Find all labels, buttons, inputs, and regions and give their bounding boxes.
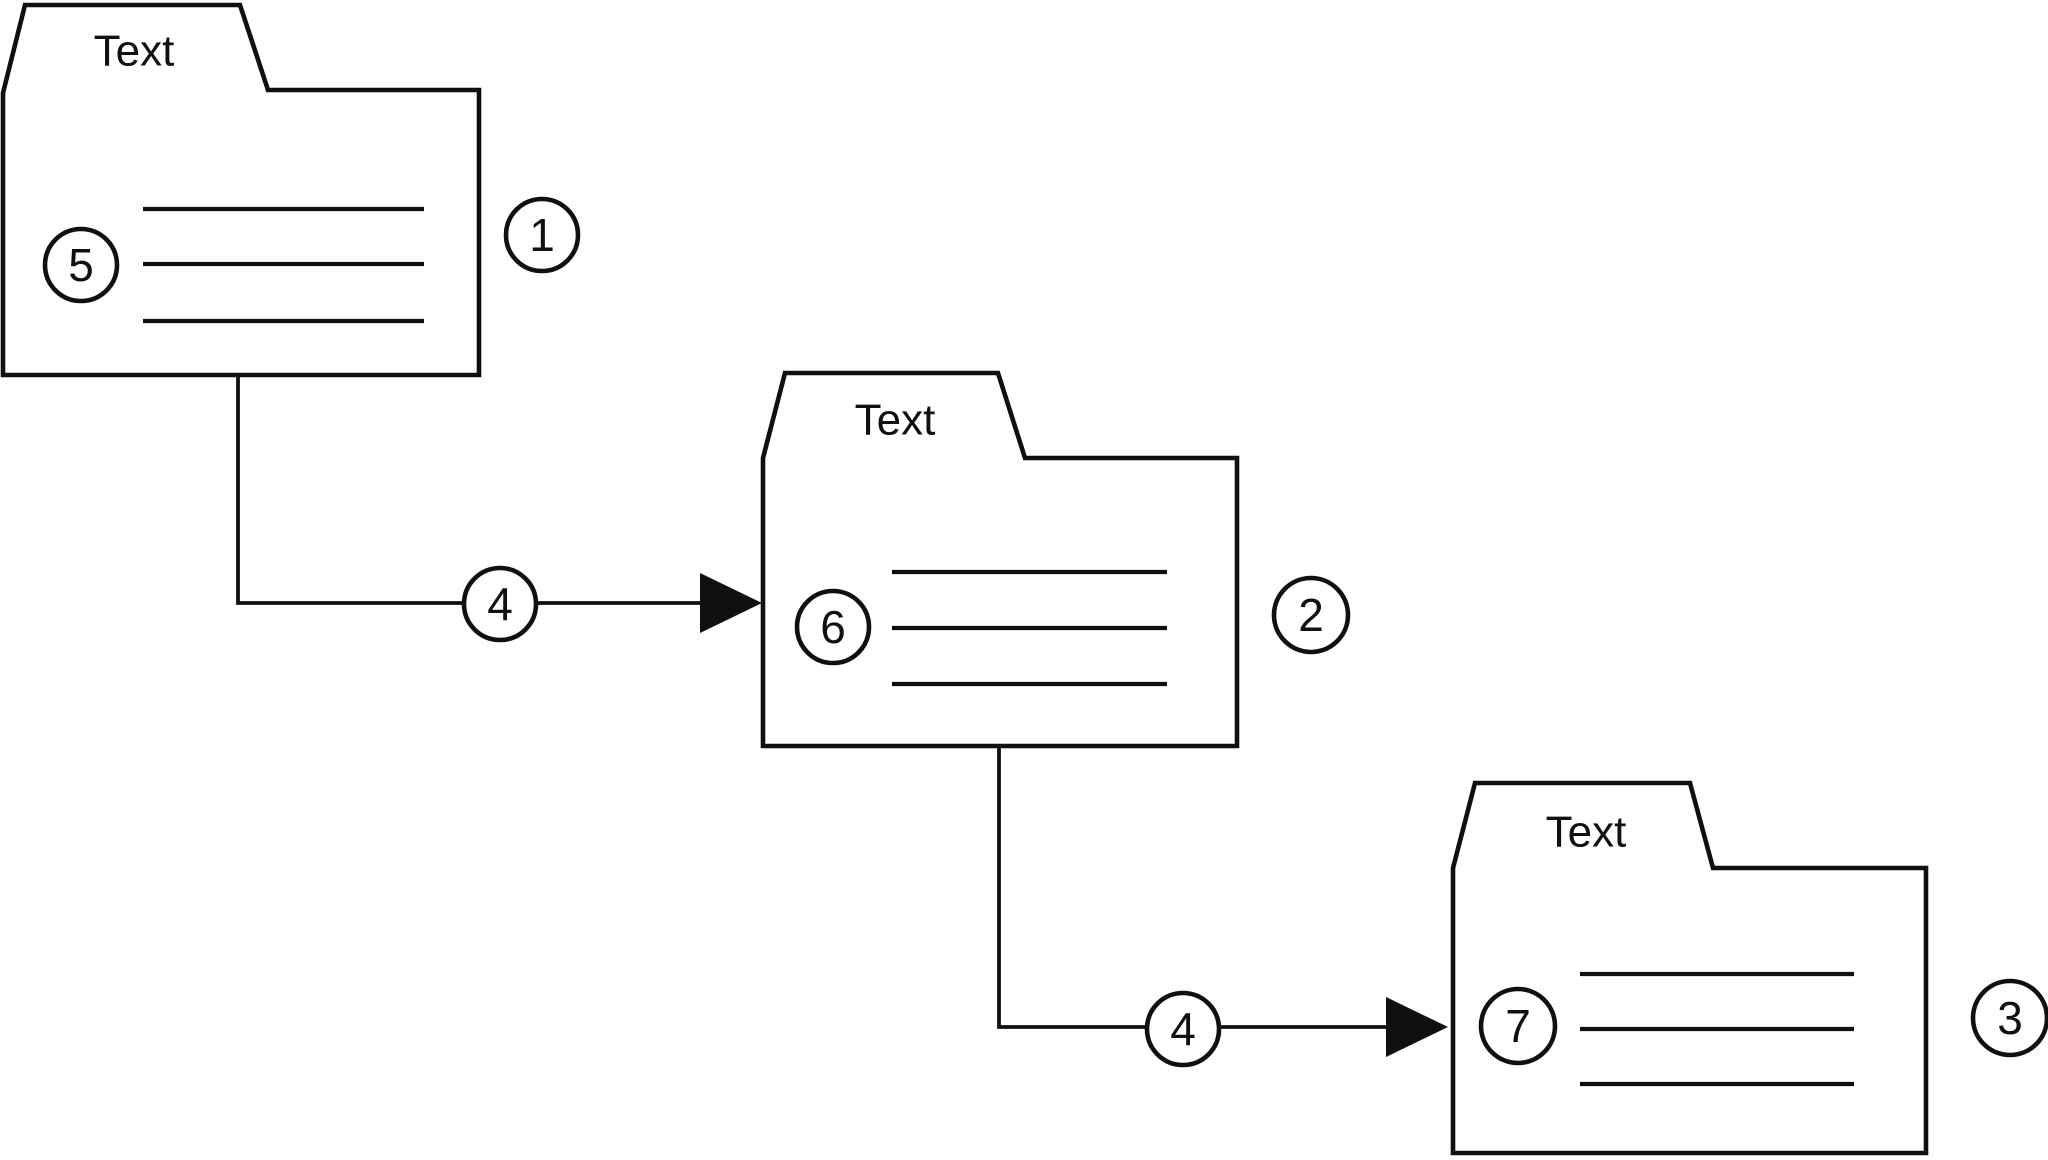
folder-1-title: Text xyxy=(94,26,175,75)
connector-2-3-badge-circle xyxy=(1144,990,1222,1068)
folder-2-node-number-label: 2 xyxy=(1298,589,1324,641)
folder-3-inner-badge-label: 7 xyxy=(1505,1000,1531,1052)
folder-2-node-number-circle xyxy=(1271,575,1351,655)
folder-3-title: Text xyxy=(1546,807,1627,856)
connector-2-3-path xyxy=(997,746,1392,1029)
connector-1-2-path xyxy=(236,375,706,605)
arrowhead-icon xyxy=(700,573,762,633)
folder-1-shape xyxy=(0,2,482,378)
folder-2-shape xyxy=(760,370,1240,749)
folder-3-node-number-circle xyxy=(1970,978,2048,1058)
folder-3-text-lines xyxy=(1580,971,1854,1087)
folder-2-title: Text xyxy=(855,395,936,444)
folder-node-2: Text 6 2 xyxy=(760,370,1351,749)
folder-2-text-lines xyxy=(892,569,1167,687)
folder-1-node-number-circle xyxy=(503,196,581,274)
folder-2-inner-badge-label: 6 xyxy=(820,601,846,653)
connector-1-2-badge-circle xyxy=(461,565,539,643)
folder-3-node-number-label: 3 xyxy=(1997,992,2023,1044)
folder-3-inner-badge-circle xyxy=(1478,986,1558,1066)
connector-1-2-badge-label: 4 xyxy=(487,578,513,630)
folder-2-inner-badge-circle xyxy=(794,588,872,666)
connector-2-3: 4 xyxy=(997,746,1448,1068)
folder-3-shape xyxy=(1450,780,1929,1156)
folder-1-inner-badge-circle xyxy=(42,226,120,304)
connector-2-3-badge-label: 4 xyxy=(1170,1003,1196,1055)
folder-1-inner-badge-label: 5 xyxy=(68,239,94,291)
arrowhead-icon xyxy=(1386,997,1448,1057)
folder-node-1: Text 5 1 xyxy=(0,2,581,378)
folder-node-3: Text 7 3 xyxy=(1450,780,2048,1156)
folder-1-text-lines xyxy=(143,206,424,324)
folder-1-node-number-label: 1 xyxy=(529,209,555,261)
connector-1-2: 4 xyxy=(236,375,762,643)
